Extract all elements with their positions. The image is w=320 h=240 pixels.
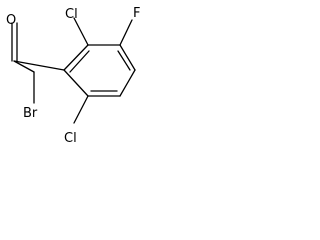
f-bond <box>119 19 133 46</box>
bromine-label: Br <box>23 106 38 121</box>
oxygen-label: O <box>6 13 16 28</box>
chlorine-bottom-label: Cl <box>64 131 77 146</box>
ring-bond-4 <box>119 69 136 97</box>
molecule-structure: O Br Cl F Cl <box>6 6 140 146</box>
ring-bond-3 <box>119 44 136 71</box>
chlorine-top-label: Cl <box>65 7 78 22</box>
fluorine-label: F <box>133 6 140 21</box>
cl-bottom-bond <box>73 95 89 124</box>
c-ring-bond <box>13 60 65 71</box>
ring-bond-3-inner <box>117 50 131 71</box>
ring-bond-1-inner <box>69 50 90 73</box>
c-ch2-bond <box>13 60 35 73</box>
ring-bond-1 <box>63 44 89 71</box>
cl-top-bond <box>73 17 89 46</box>
ring-bond-6 <box>63 69 89 97</box>
